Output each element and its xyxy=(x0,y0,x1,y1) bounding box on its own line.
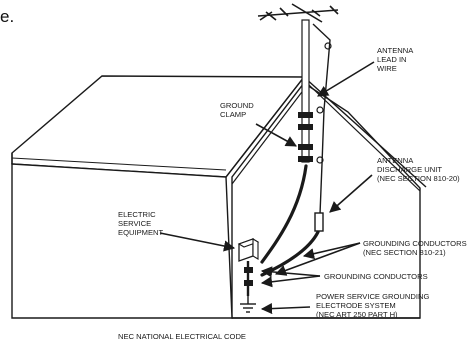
label-line: ANTENNA xyxy=(377,46,414,55)
label-line: ANTENNA xyxy=(377,156,414,165)
label-grounding-conductors: GROUNDING CONDUCTORS xyxy=(324,272,428,281)
label-grounding-conductors-810-21: GROUNDING CONDUCTORS (NEC SECTION 810-21… xyxy=(363,239,467,257)
callout-arrows xyxy=(159,61,375,315)
antenna-mast xyxy=(298,19,332,164)
label-line: GROUNDING CONDUCTORS xyxy=(324,272,428,281)
ground-symbol xyxy=(240,286,256,313)
label-line: SERVICE xyxy=(118,219,151,228)
label-line: (NEC SECTION 810-20) xyxy=(377,174,460,183)
label-line: EQUIPMENT xyxy=(118,228,164,237)
lead-in-wire xyxy=(312,23,331,215)
label-line: GROUNDING CONDUCTORS xyxy=(363,239,467,248)
label-line: LEAD IN xyxy=(377,55,407,64)
label-line: CLAMP xyxy=(220,110,246,119)
label-ground-clamp: GROUND CLAMP xyxy=(220,101,254,119)
label-power-service-grounding: POWER SERVICE GROUNDING ELECTRODE SYSTEM… xyxy=(316,292,429,319)
label-line: GROUND xyxy=(220,101,254,110)
label-antenna-discharge-unit: ANTENNA DISCHARGE UNIT (NEC SECTION 810-… xyxy=(377,156,460,183)
label-antenna-lead-in-wire: ANTENNA LEAD IN WIRE xyxy=(377,46,414,73)
label-electric-service-equipment: ELECTRIC SERVICE EQUIPMENT xyxy=(118,210,164,237)
label-line: ELECTRODE SYSTEM xyxy=(316,301,396,310)
antenna-elements xyxy=(257,3,339,23)
label-line: POWER SERVICE GROUNDING xyxy=(316,292,429,301)
ground-clamp-lower xyxy=(244,280,253,286)
label-line: (NEC ART 250 PART H) xyxy=(316,310,398,319)
label-line: ELECTRIC xyxy=(118,210,156,219)
text-fragment: e. xyxy=(0,7,14,26)
antenna-discharge-unit xyxy=(314,212,324,232)
label-line: WIRE xyxy=(377,64,397,73)
label-line: (NEC SECTION 810-21) xyxy=(363,248,446,257)
label-line: DISCHARGE UNIT xyxy=(377,165,442,174)
house xyxy=(11,75,427,319)
footer-nec-label: NEC NATIONAL ELECTRICAL CODE xyxy=(118,332,246,341)
ground-clamp-upper xyxy=(244,267,253,273)
